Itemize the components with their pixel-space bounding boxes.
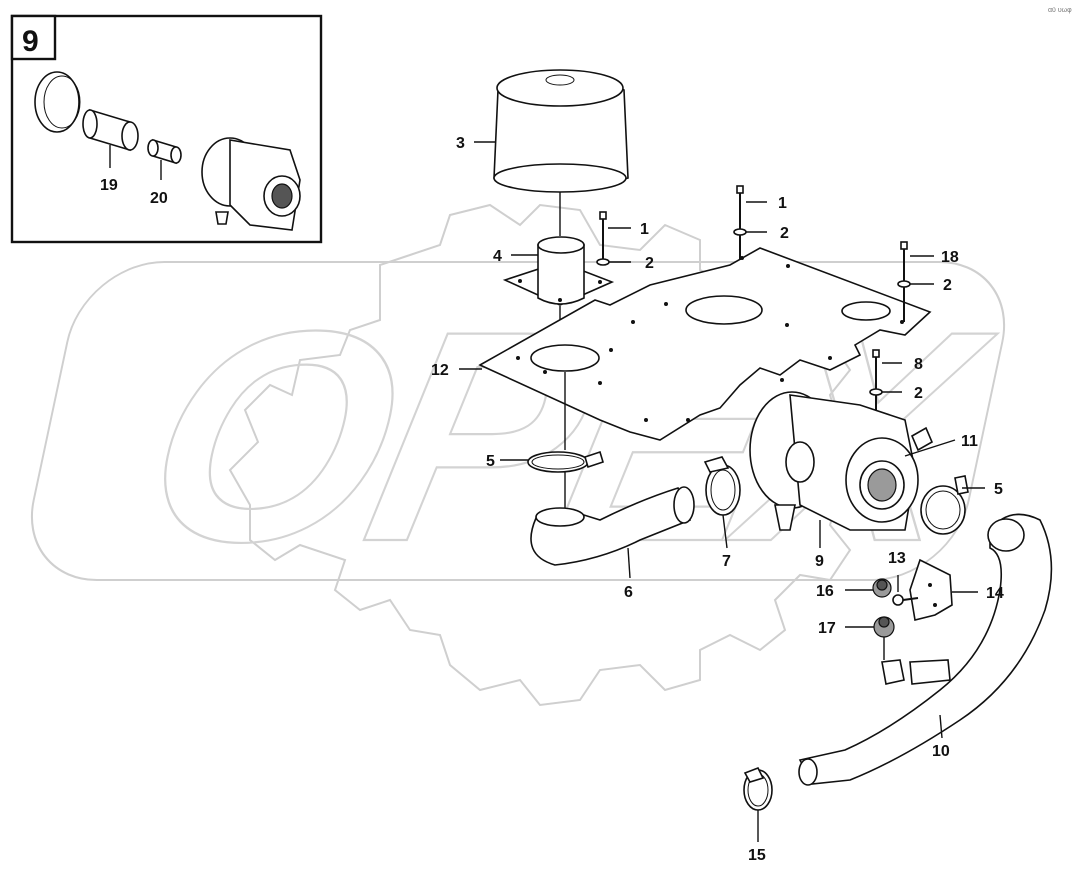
part-10-long-hose: [798, 513, 1053, 786]
part-3-precleaner-cap: [493, 69, 629, 236]
callout-2-left: 2: [645, 255, 654, 272]
label-19: 19: [100, 177, 118, 194]
bolt-8: [869, 349, 883, 418]
callout-5-left: 5: [486, 453, 495, 470]
inset-number: 9: [22, 25, 39, 58]
inset-filter-19: [82, 108, 139, 152]
callout-11: 11: [961, 433, 978, 450]
inset-filter-20: [147, 138, 182, 165]
callout-2-far-right: 2: [943, 277, 952, 294]
callout-17: 17: [818, 620, 836, 637]
callout-16: 16: [816, 583, 834, 600]
callout-14: 14: [986, 585, 1004, 602]
inset-housing: [201, 137, 301, 231]
label-20: 20: [150, 190, 168, 207]
callout-1-left: 1: [640, 221, 649, 238]
callout-3: 3: [456, 135, 465, 152]
callout-2-right: 2: [780, 225, 789, 242]
callout-10: 10: [932, 743, 950, 760]
callout-7: 7: [722, 553, 731, 570]
part-13-screw: [892, 594, 919, 606]
callout-18: 18: [941, 249, 959, 266]
part-6-elbow-hose: [530, 486, 695, 566]
part-12-plate: [478, 247, 932, 450]
part-4-adapter: [502, 236, 615, 345]
part-17-fitting: [873, 616, 895, 660]
callout-12: 12: [431, 362, 449, 379]
bolt-18: [897, 241, 911, 322]
bolt-1-left: [596, 211, 610, 266]
callout-15: 15: [748, 847, 766, 864]
callout-13: 13: [888, 550, 906, 567]
callout-labels: 3 4 1 2 1 2 18 2 12 8 2 11 5 5 6 7 9 13 …: [431, 135, 1004, 864]
part-5-clamp-right: [920, 475, 969, 535]
callout-9: 9: [815, 553, 824, 570]
part-9-air-cleaner: [749, 391, 934, 531]
inset-box: 9 19 20: [10, 14, 323, 244]
corner-mark: αϋ υωφ: [1048, 7, 1072, 14]
callout-1-right: 1: [778, 195, 787, 212]
part-14-bracket: [909, 558, 953, 621]
callout-5-right: 5: [994, 481, 1003, 498]
part-7-clamp: [703, 456, 741, 516]
callout-6: 6: [624, 584, 633, 601]
callout-8: 8: [914, 356, 923, 373]
part-5-clamp-left: [527, 450, 604, 510]
part-16-fitting: [872, 578, 892, 598]
callout-2-lower: 2: [914, 385, 923, 402]
inset-cover-cap: [34, 71, 81, 133]
callout-4: 4: [493, 248, 502, 265]
part-15-clamp: [743, 766, 773, 811]
leader-lines: [459, 141, 985, 842]
bolt-1-right: [733, 185, 747, 260]
